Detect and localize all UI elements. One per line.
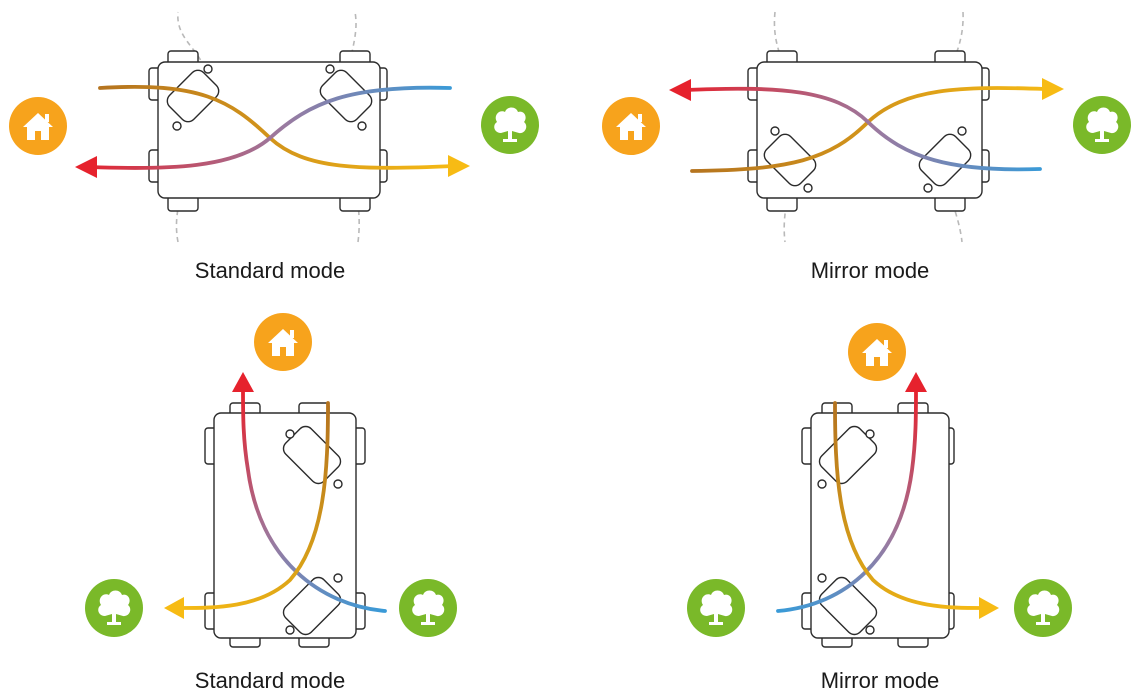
extract-air-flow — [833, 401, 985, 610]
house-icon — [848, 323, 906, 381]
tree-icon — [85, 579, 143, 637]
tree-icon — [687, 579, 745, 637]
caption-bottom-left: Standard mode — [194, 668, 346, 693]
tree-icon — [1073, 96, 1131, 154]
panel-top-left-standard — [9, 11, 539, 243]
caption-top-right: Mirror mode — [810, 258, 930, 283]
panel-top-right-mirror — [602, 11, 1131, 243]
exhaust-arrow — [979, 597, 999, 619]
exhaust-arrow — [1042, 78, 1064, 100]
ventilation-unit — [801, 402, 955, 648]
house-icon — [9, 97, 67, 155]
ventilation-unit — [148, 50, 388, 212]
extract-air-flow — [178, 401, 330, 610]
supply-air-flow — [88, 85, 452, 170]
ventilation-unit — [747, 50, 990, 212]
tree-icon — [1014, 579, 1072, 637]
exhaust-arrow — [448, 155, 470, 177]
supply-arrow — [75, 156, 97, 178]
exhaust-arrow — [164, 597, 184, 619]
supply-air-flow — [776, 386, 918, 613]
panel-bottom-right-mirror — [687, 323, 1072, 648]
caption-bottom-right: Mirror mode — [820, 668, 940, 693]
supply-air-flow — [241, 386, 387, 613]
caption-top-left: Standard mode — [194, 258, 346, 283]
supply-arrow — [669, 79, 691, 101]
tree-icon — [399, 579, 457, 637]
house-icon — [254, 313, 312, 371]
tree-icon — [481, 96, 539, 154]
ventilation-unit — [204, 402, 366, 648]
supply-air-flow — [683, 86, 1042, 172]
house-icon — [602, 97, 660, 155]
panel-bottom-left-standard — [85, 313, 457, 648]
supply-arrow — [232, 372, 254, 392]
supply-arrow — [905, 372, 927, 392]
